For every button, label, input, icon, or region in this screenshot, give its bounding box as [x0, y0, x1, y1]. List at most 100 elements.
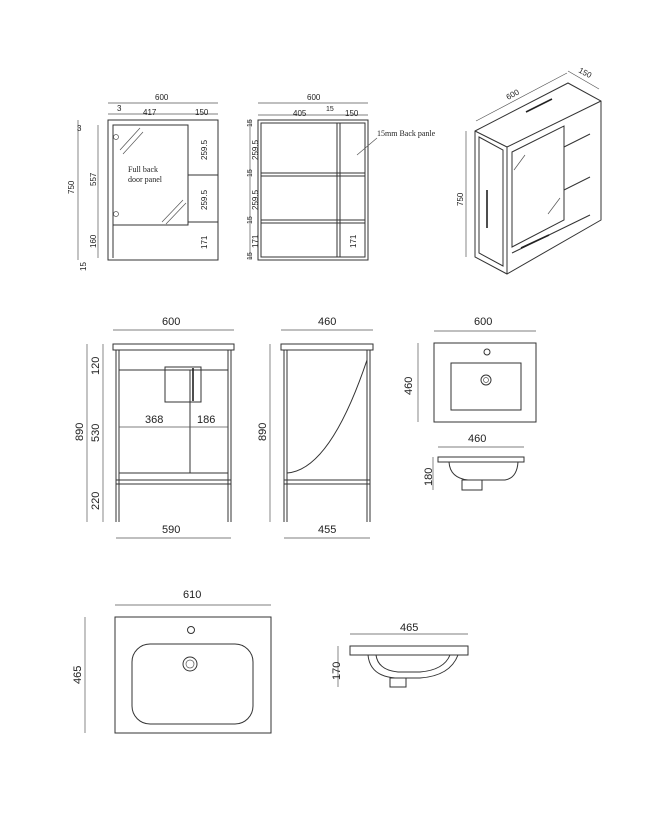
- mirror-cabinet-interior-view: 600 15 405 150 15 259.5 15 259.5 15 171 …: [247, 93, 436, 261]
- iso-dim-height: 750: [456, 192, 465, 206]
- large-basin-rim: [349, 645, 469, 656]
- dim-top-gap: 3: [77, 124, 82, 133]
- iso-edge: [474, 130, 508, 148]
- dim-mid-board-1: 15: [247, 169, 254, 177]
- dim-offset-top: 3: [117, 104, 122, 113]
- dim-overall-height: 750: [67, 180, 76, 194]
- glass-reflection-line: [119, 127, 141, 151]
- large-basin-plan-view: 610 465: [72, 589, 272, 734]
- drain-inner-icon: [483, 377, 489, 383]
- dim-large-section-width: 465: [400, 622, 418, 634]
- dim-section-width: 460: [468, 433, 486, 445]
- cabinet-outline: [257, 119, 369, 261]
- basin-outline: [433, 342, 537, 423]
- dim-shelf-height-3: 171: [200, 235, 209, 249]
- dim-bottom-board: 15: [79, 262, 88, 271]
- dim-height-bottom: 220: [90, 492, 102, 510]
- dim-top-board: 15: [247, 119, 254, 127]
- leader-line: [356, 137, 378, 156]
- drain-section: [461, 479, 483, 491]
- dim-right-width: 150: [345, 109, 359, 118]
- mirror-cabinet-isometric-view: 600 150 750: [456, 66, 602, 275]
- drain-inner-icon: [185, 659, 195, 669]
- hinge-icon: [113, 134, 119, 140]
- dim-bottom-gap: 160: [89, 234, 98, 248]
- dim-shelf-height-2: 259.5: [200, 189, 209, 210]
- vanity-top: [280, 343, 374, 351]
- iso-outline: [474, 82, 602, 275]
- drain-icon: [182, 656, 198, 672]
- dim-left-width: 405: [293, 109, 307, 118]
- side-curve: [286, 350, 368, 474]
- dim-height-1: 259.5: [251, 139, 260, 160]
- tap-hole-icon: [187, 626, 195, 634]
- dim-overall-width: 600: [155, 93, 169, 102]
- dim-board-width: 15: [326, 106, 334, 113]
- dim-large-basin-width: 610: [183, 589, 201, 601]
- mirror-cabinet-front-view: Full back door panel 600 3 417 150 750 5…: [67, 93, 219, 271]
- tap-hole-icon: [483, 348, 491, 356]
- dim-shelf-width: 150: [195, 108, 209, 117]
- dim-bottom-depth: 455: [318, 524, 336, 536]
- dim-door-width: 417: [143, 108, 157, 117]
- dim-basin-depth: 460: [403, 377, 415, 395]
- large-basin-outline: [114, 616, 272, 734]
- glass-reflection-line: [547, 197, 561, 215]
- cabinet-outline: [107, 119, 219, 261]
- dim-height-top: 120: [90, 357, 102, 375]
- dimension-line: [475, 72, 568, 122]
- glass-reflection-line: [165, 202, 187, 225]
- dim-mid-board-2: 15: [247, 216, 254, 224]
- dim-left-compartment: 368: [145, 414, 163, 426]
- dimension-line: [567, 70, 600, 90]
- dim-height-2: 259.5: [251, 189, 260, 210]
- glass-reflection-line: [122, 131, 144, 155]
- iso-shelf: [563, 133, 591, 148]
- dim-bottom-width: 590: [162, 524, 180, 536]
- handle-icon: [525, 98, 553, 113]
- drain-icon: [480, 374, 492, 386]
- dim-height-3-right: 171: [349, 234, 358, 248]
- dim-right-compartment: 186: [197, 414, 215, 426]
- hinge-icon: [113, 211, 119, 217]
- dim-door-height: 557: [89, 172, 98, 186]
- dim-section-height: 180: [423, 468, 435, 486]
- vanity-front-view: 600 590 890 120 530 220 368 186: [74, 316, 235, 539]
- large-basin-section-view: 465 170: [331, 622, 469, 688]
- drain-section: [389, 677, 407, 688]
- basin-trap: [164, 366, 202, 403]
- back-panel-note: 15mm Back panle: [377, 129, 436, 138]
- basin-section-view: 460 180: [423, 433, 525, 491]
- dim-top-depth: 460: [318, 316, 336, 328]
- dim-overall-width: 600: [307, 93, 321, 102]
- large-basin-bowl: [131, 643, 254, 725]
- large-basin-bowl-section: [367, 654, 459, 679]
- iso-dim-width: 600: [505, 87, 521, 101]
- dim-shelf-height-1: 259.5: [200, 139, 209, 160]
- dim-height-3-left: 171: [251, 234, 260, 248]
- basin-plan-view: 600 460: [403, 316, 537, 423]
- dim-overall-height: 890: [257, 423, 269, 441]
- cabinet-inner-outline: [260, 122, 366, 258]
- door-note-line1: Full back: [128, 165, 158, 174]
- dim-top-width: 600: [162, 316, 180, 328]
- dim-basin-width: 600: [474, 316, 492, 328]
- iso-shelf: [563, 176, 591, 191]
- glass-reflection-line: [513, 154, 526, 171]
- iso-mirror-door: [511, 125, 565, 248]
- dim-overall-height: 890: [74, 423, 86, 441]
- iso-dim-depth: 150: [577, 66, 593, 80]
- large-basin-inner-section: [375, 654, 451, 673]
- vanity-side-view: 460 455 890: [257, 316, 374, 539]
- dim-bottom-board: 15: [247, 252, 254, 260]
- dim-large-section-height: 170: [331, 662, 343, 680]
- basin-rim: [437, 456, 525, 463]
- door-note-line2: door panel: [128, 175, 163, 184]
- iso-edge: [506, 100, 602, 148]
- dim-height-mid: 530: [90, 424, 102, 442]
- handle-icon: [520, 234, 550, 249]
- dim-large-basin-depth: 465: [72, 666, 84, 684]
- glass-reflection-line: [161, 199, 184, 223]
- iso-side-panel: [478, 136, 504, 267]
